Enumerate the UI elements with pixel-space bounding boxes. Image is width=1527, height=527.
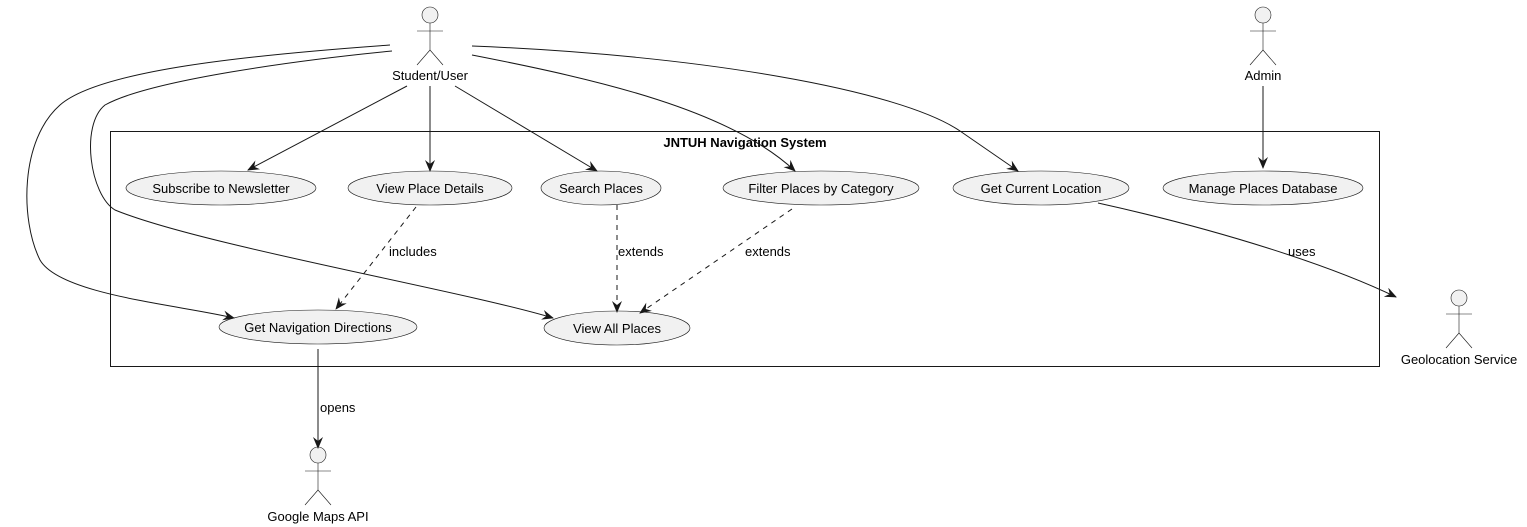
usecase-search-places: Search Places bbox=[540, 170, 662, 206]
edge-label-extends-search: extends bbox=[618, 244, 664, 259]
actor-admin: Admin bbox=[1245, 6, 1282, 83]
svg-text:Subscribe to Newsletter: Subscribe to Newsletter bbox=[152, 181, 290, 196]
actor-student: Student/User bbox=[392, 6, 469, 83]
edge-label-includes: includes bbox=[389, 244, 437, 259]
usecase-subscribe-newsletter: Subscribe to Newsletter bbox=[125, 170, 317, 206]
svg-text:View Place Details: View Place Details bbox=[376, 181, 484, 196]
actor-geolocation-service: Geolocation Service bbox=[1401, 289, 1517, 367]
edge-student-view-all bbox=[90, 50, 554, 320]
usecase-view-place-details: View Place Details bbox=[347, 170, 513, 206]
usecase-filter-places: Filter Places by Category bbox=[722, 170, 920, 206]
svg-text:View All Places: View All Places bbox=[573, 321, 661, 336]
usecase-view-all-places: View All Places bbox=[543, 310, 691, 346]
svg-text:Manage Places Database: Manage Places Database bbox=[1189, 181, 1338, 196]
usecase-get-current-location: Get Current Location bbox=[952, 170, 1130, 206]
svg-text:Filter Places by Category: Filter Places by Category bbox=[748, 181, 894, 196]
edge-student-navigation bbox=[26, 44, 391, 321]
actor-google-maps-api: Google Maps API bbox=[267, 446, 369, 524]
edge-filter-extends-view-all bbox=[639, 208, 793, 314]
system-title: JNTUH Navigation System bbox=[663, 135, 826, 150]
edge-student-location bbox=[471, 45, 1019, 172]
actor-label: Geolocation Service bbox=[1401, 352, 1517, 367]
edge-details-includes-navigation bbox=[335, 206, 417, 310]
edge-label-opens: opens bbox=[320, 400, 356, 415]
edge-location-uses-geolocation bbox=[1097, 202, 1397, 298]
edge-label-extends-filter: extends bbox=[745, 244, 791, 259]
svg-text:Get Current Location: Get Current Location bbox=[981, 181, 1102, 196]
actor-label: Student/User bbox=[392, 68, 469, 83]
usecase-get-navigation-directions: Get Navigation Directions bbox=[218, 309, 418, 345]
edge-student-search bbox=[454, 85, 598, 172]
edge-label-uses: uses bbox=[1288, 244, 1316, 259]
usecase-manage-places-database: Manage Places Database bbox=[1162, 170, 1364, 206]
svg-text:Search Places: Search Places bbox=[559, 181, 643, 196]
actor-label: Google Maps API bbox=[267, 509, 368, 524]
svg-text:Get Navigation Directions: Get Navigation Directions bbox=[244, 320, 392, 335]
actor-label: Admin bbox=[1245, 68, 1282, 83]
edge-student-newsletter bbox=[247, 85, 408, 171]
system-boundary bbox=[110, 131, 1380, 367]
edge-student-filter bbox=[471, 54, 796, 172]
